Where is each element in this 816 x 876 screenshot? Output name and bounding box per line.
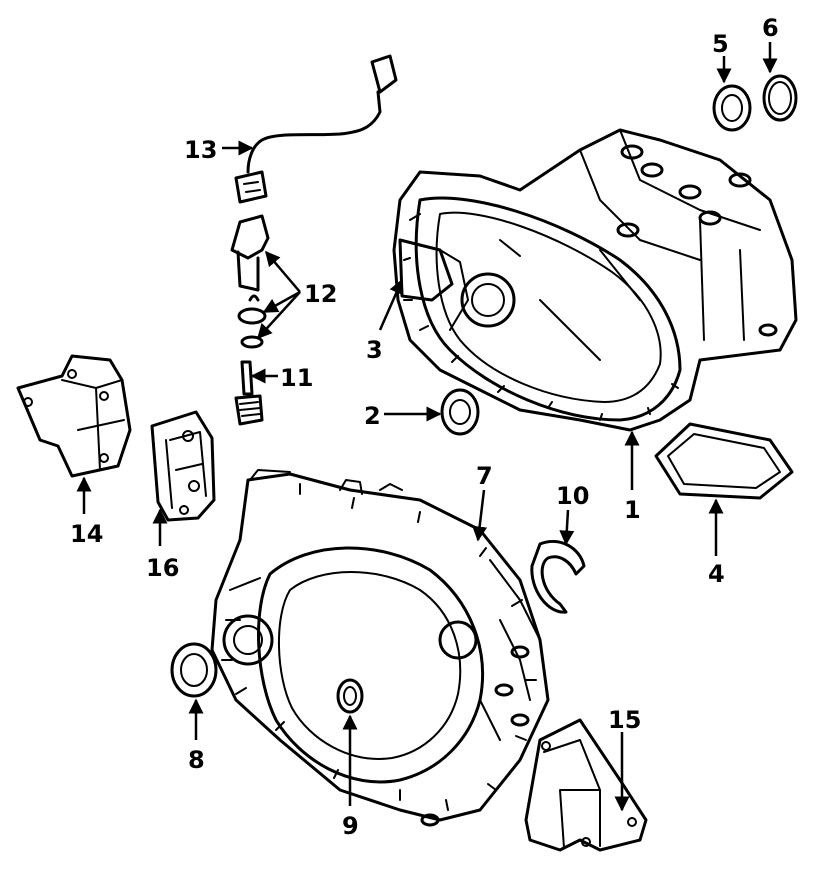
seal-part-5 [712,84,752,132]
leader-7 [472,489,488,542]
speed-sensor-part-12 [230,214,270,349]
callout-10: 10 [556,482,589,510]
leader-12b [262,290,301,314]
leader-10 [559,509,575,546]
leader-3 [378,278,404,331]
callout-14: 14 [70,520,103,548]
callout-9: 9 [342,812,359,840]
callout-labels: 13 12 11 14 16 3 2 1 4 5 6 10 7 8 9 15 [70,14,779,840]
callout-16: 16 [146,554,179,582]
callout-8: 8 [188,746,205,774]
callout-4: 4 [708,560,725,588]
bracket-part-15 [524,718,648,852]
callout-5: 5 [712,30,729,58]
transaxle-housing-part-7 [210,469,550,827]
driven-gear-part-11 [234,360,264,426]
seal-part-2 [440,388,480,436]
transaxle-case-upper [392,128,798,432]
seal-part-8 [170,642,218,698]
leader-lines [76,42,778,812]
bracket-part-14 [16,354,132,478]
callout-11: 11 [280,364,313,392]
callout-3: 3 [366,336,383,364]
callout-12: 12 [304,280,337,308]
callout-7: 7 [476,462,493,490]
snap-ring-part-10 [530,540,586,614]
seal-part-9 [336,678,364,714]
gasket-part-4 [654,422,794,500]
callout-13: 13 [184,136,217,164]
callout-2: 2 [364,402,381,430]
mount-bracket-part-16 [150,410,216,522]
leader-12a [265,250,301,293]
leader-12c [256,291,301,340]
callout-6: 6 [762,14,779,42]
callout-1: 1 [624,496,641,524]
sensor-harness-part-13 [234,54,398,204]
ring-part-6 [762,74,798,122]
callout-15: 15 [608,706,641,734]
